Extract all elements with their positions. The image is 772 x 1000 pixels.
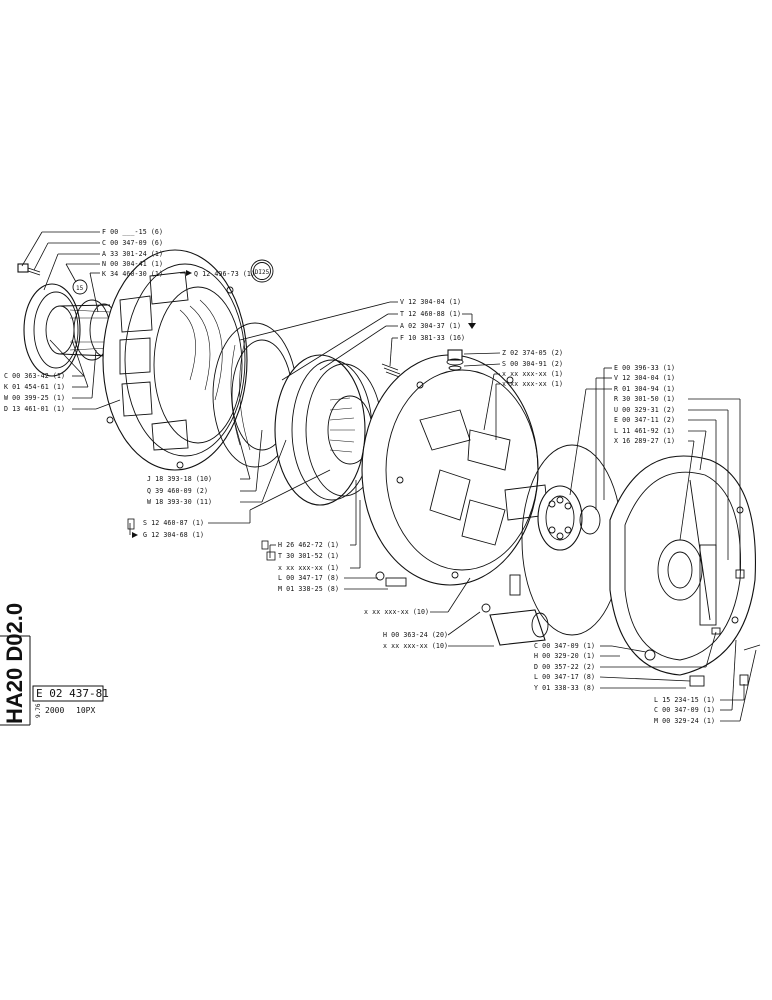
callout-label: W 18 393-30 (11)	[147, 498, 212, 506]
callout-label: x xx xxx-xx (1)	[278, 564, 339, 572]
callout-label: R 30 301-50 (1)	[614, 395, 675, 403]
callout-label: V 12 304-04 (1)	[614, 374, 675, 382]
callout-label: N 00 304-41 (1)	[102, 260, 163, 268]
sleeve-part	[481, 574, 549, 646]
callout-label: L 11 461-92 (1)	[614, 427, 675, 435]
callout-label: x xx xxx-xx (10)	[364, 608, 429, 616]
callout-label: S 12 460-87 (1)	[143, 519, 204, 527]
title-block: HA20 D02.0 E 02 437-81 9.76 2000 10PX	[0, 603, 109, 726]
callout-label: E 00 347-11 (2)	[614, 416, 675, 424]
callout-label: x xx xxx-xx (10)	[383, 642, 448, 650]
callouts-zs: Z 02 374-05 (2) S 00 304-91 (2) x xx xxx…	[502, 349, 563, 388]
callout-label: T 12 460-88 (1)	[400, 310, 461, 318]
callout-label: C 00 347-09 (1)	[534, 642, 595, 650]
model-variant: 10PX	[76, 706, 95, 715]
callout-label: Y 01 338-33 (8)	[534, 684, 595, 692]
callout-label: M 01 338-25 (8)	[278, 585, 339, 593]
callout-label: G 12 304-68 (1)	[143, 531, 204, 539]
callout-label: M 00 329-24 (1)	[654, 717, 715, 725]
model-number: 2000	[45, 706, 64, 715]
front-cover-part	[609, 455, 756, 676]
callout-label: F 10 381-33 (16)	[400, 334, 465, 342]
callouts-mid: J 18 393-18 (10) Q 39 460-09 (2) W 18 39…	[147, 475, 212, 506]
svg-text:15: 15	[76, 285, 84, 292]
callouts-left: C 00 363-42 (1) K 01 454-61 (1) W 00 399…	[4, 372, 65, 413]
callout-label: K 01 454-61 (1)	[4, 383, 65, 391]
callout-label: F 00 ___-15 (6)	[102, 228, 163, 236]
callout-label: L 00 347-17 (8)	[278, 574, 339, 582]
callout-label: Z 02 374-05 (2)	[502, 349, 563, 357]
callouts-top-center: V 12 304-04 (1) T 12 460-88 (1) A 02 304…	[400, 298, 465, 342]
stamp-text: DI25	[255, 269, 270, 276]
callout-label: U 00 329-31 (2)	[614, 406, 675, 414]
callout-label: S 00 304-91 (2)	[502, 360, 563, 368]
callouts-bottom-right: C 00 347-09 (1) H 00 329-20 (1) D 00 357…	[534, 642, 595, 692]
callouts-top-left: F 00 ___-15 (6) C 00 347-09 (6) A 33 301…	[102, 228, 274, 283]
callout-label: C 00 363-42 (1)	[4, 372, 65, 380]
callout-label: H 00 329-20 (1)	[534, 652, 595, 660]
date-code: 9.76	[35, 703, 42, 718]
callout-label: D 00 357-22 (2)	[534, 663, 595, 671]
output-shaft-part	[504, 484, 601, 551]
housing-bolt-part	[375, 571, 407, 587]
callout-label: L 00 347-17 (8)	[534, 673, 595, 681]
callout-label: x xx xxx-xx (1)	[502, 380, 563, 388]
doc-number: E 02 437-81	[36, 687, 109, 700]
callout-label: Q 39 460-09 (2)	[147, 487, 208, 495]
callout-label: D 13 461-01 (1)	[4, 405, 65, 413]
callout-label: A 33 301-24 (1)	[102, 250, 163, 258]
callout-label: x xx xxx-xx (1)	[502, 370, 563, 378]
callout-label: C 00 347-09 (6)	[102, 239, 163, 247]
callouts-s: S 12 460-87 (1) G 12 304-68 (1)	[127, 518, 204, 539]
bottom-bolt-part	[689, 675, 705, 687]
stamp-mark: DI25	[250, 259, 274, 283]
callouts-far-bottom: L 15 234-15 (1) C 00 347-09 (1) M 00 329…	[654, 696, 715, 725]
callout-label: Q 12 496-73 (1)	[194, 270, 255, 278]
callout-label: W 00 399-25 (1)	[4, 394, 65, 402]
callouts-h: H 26 462-72 (1) T 30 301-52 (1) x xx xxx…	[261, 540, 339, 593]
callouts-lower: x xx xxx-xx (10) H 00 363-24 (20) x xx x…	[364, 608, 448, 650]
callout-label: T 30 301-52 (1)	[278, 552, 339, 560]
callout-label: E 00 396-33 (1)	[614, 364, 675, 372]
callout-label: C 00 347-09 (1)	[654, 706, 715, 714]
callout-label: K 34 460-30 (1)	[102, 270, 163, 278]
callout-label: V 12 304-04 (1)	[400, 298, 461, 306]
callouts-right: E 00 396-33 (1) V 12 304-04 (1) R 01 304…	[614, 364, 675, 445]
gear-housing-part	[361, 349, 539, 586]
callout-label: L 15 234-15 (1)	[654, 696, 715, 704]
parts-drawing: 15	[17, 249, 761, 687]
callout-label: H 26 462-72 (1)	[278, 541, 339, 549]
leader-lines	[21, 231, 757, 722]
callout-label: H 00 363-24 (20)	[383, 631, 448, 639]
sheet-code: HA20 D02.0	[2, 603, 27, 724]
callout-label: X 16 289-27 (1)	[614, 437, 675, 445]
callout-label: A 02 304-37 (1)	[400, 322, 461, 330]
callout-label: R 01 304-94 (1)	[614, 385, 675, 393]
callout-label: J 18 393-18 (10)	[147, 475, 212, 483]
bell-housing-part	[102, 249, 248, 471]
